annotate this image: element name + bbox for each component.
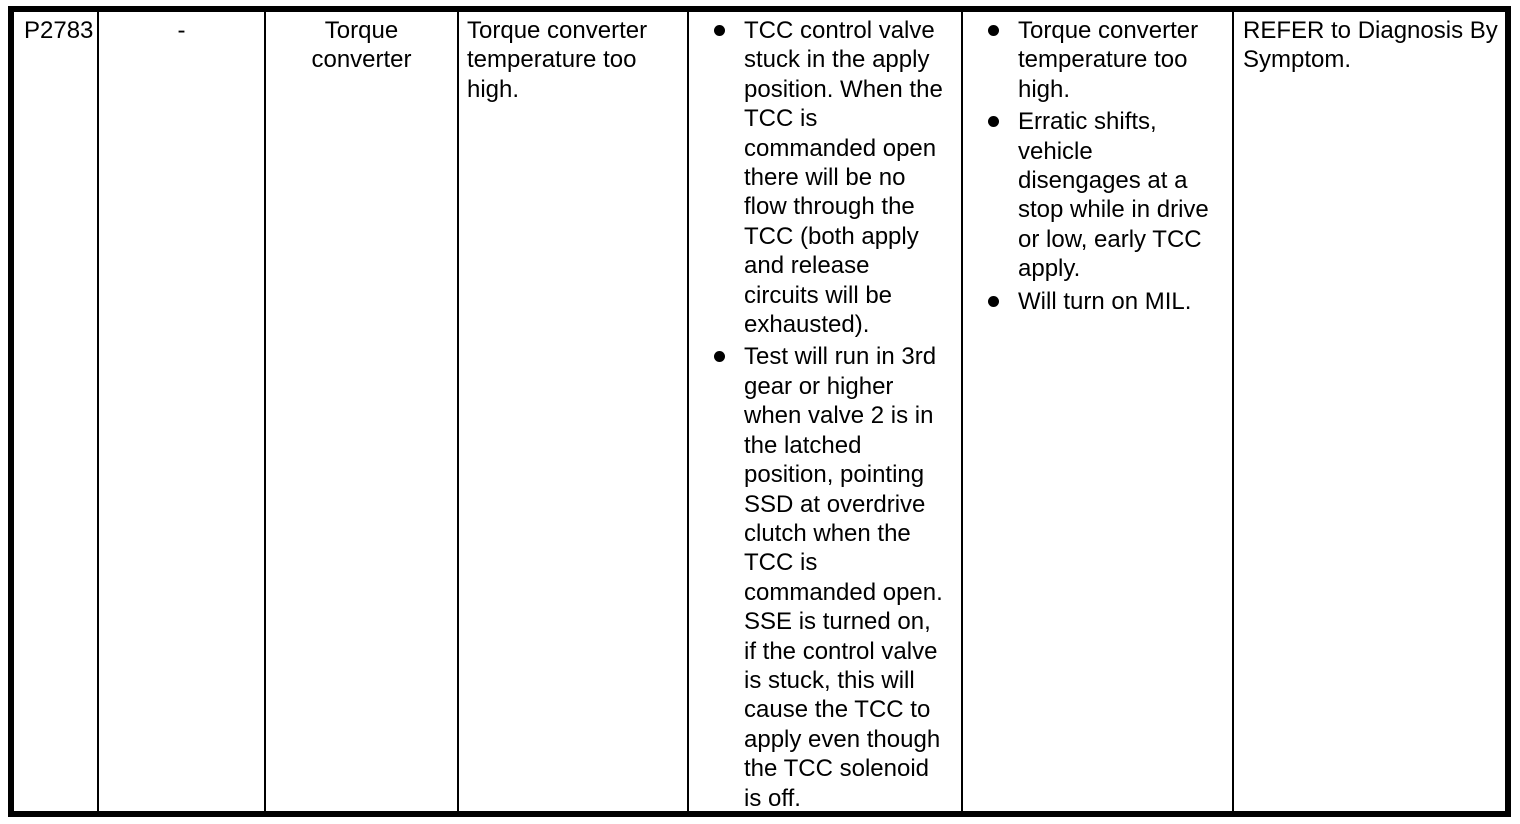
fault-condition-text: TCC control valve stuck in the apply pos…	[744, 17, 943, 339]
dtc-digits-text: -	[177, 17, 186, 44]
cell-description: Torque converter temperature too high.	[459, 12, 689, 811]
fault-condition-text: Test will run in 3rd gear or higher when…	[744, 343, 943, 812]
fault-condition-item: TCC control valve stuck in the apply pos…	[689, 16, 961, 339]
cell-action: REFER to Diagnosis By Symptom.	[1234, 12, 1505, 811]
bullet-icon	[988, 25, 999, 36]
symptom-item: Erratic shifts, vehicle disengages at a …	[963, 107, 1232, 283]
cell-dtc-code: P2783	[14, 12, 99, 811]
dtc-table-row: P2783 - Torque converter Torque converte…	[8, 6, 1511, 817]
symptom-text: Will turn on MIL.	[1018, 287, 1192, 315]
cell-component: Torque converter	[266, 12, 459, 811]
bullet-icon	[714, 351, 725, 363]
cell-fault-conditions: TCC control valve stuck in the apply pos…	[689, 12, 963, 813]
bullet-icon	[988, 295, 999, 307]
dtc-code-text: P2783	[24, 17, 94, 44]
symptom-text: Erratic shifts, vehicle disengages at a …	[1018, 108, 1209, 283]
symptom-item: Will turn on MIL.	[963, 287, 1232, 316]
bullet-icon	[714, 25, 725, 36]
cell-symptoms: Torque converter temperature too high. E…	[963, 12, 1234, 811]
description-text: Torque converter temperature too high.	[467, 17, 648, 103]
cell-dtc-digits: -	[99, 12, 266, 811]
symptom-item: Torque converter temperature too high.	[963, 16, 1232, 104]
symptom-text: Torque converter temperature too high.	[1018, 17, 1199, 103]
component-text: Torque converter	[311, 17, 412, 74]
action-text: REFER to Diagnosis By Symptom.	[1243, 17, 1498, 74]
fault-condition-item: Test will run in 3rd gear or higher when…	[689, 342, 961, 813]
bullet-icon	[988, 116, 999, 128]
